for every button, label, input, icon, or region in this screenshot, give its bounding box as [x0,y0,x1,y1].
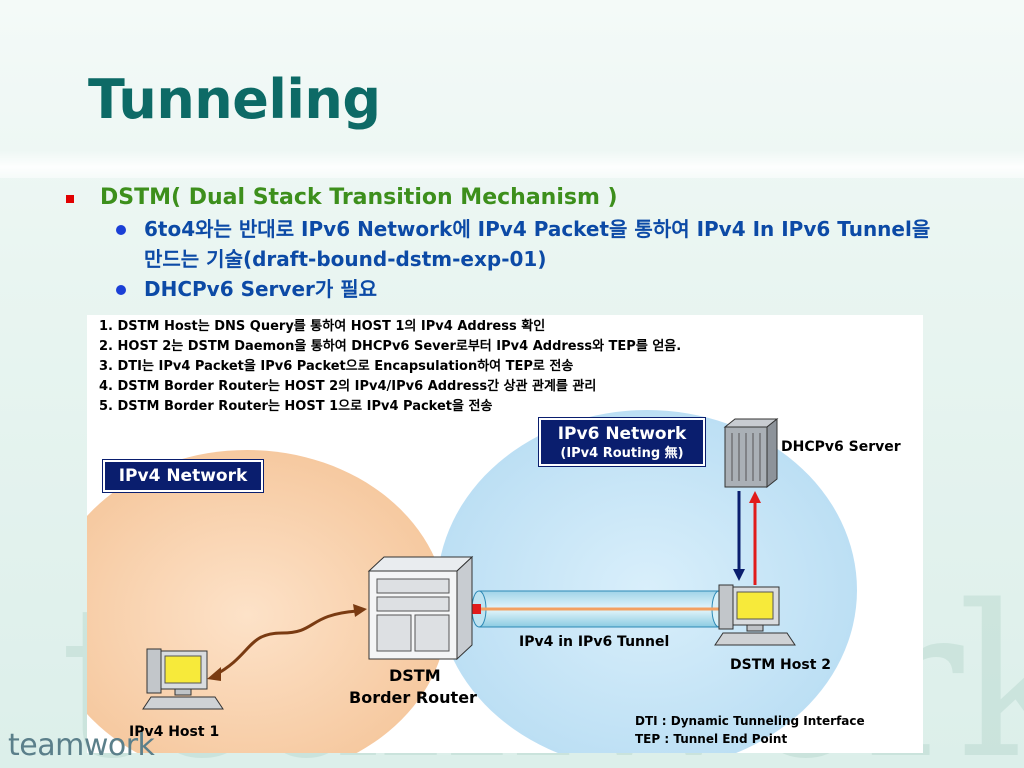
diagram-step: 4. DSTM Border Router는 HOST 2의 IPv4/IPv6… [99,379,597,394]
bullet-level1-text: DSTM( Dual Stack Transition Mechanism ) [100,185,618,210]
diagram-step: 1. DSTM Host는 DNS Query를 통하여 HOST 1의 IPv… [99,319,546,334]
host1-label: IPv4 Host 1 [129,724,220,740]
round-bullet-icon [116,285,126,295]
bullet-level2-item: 6to4와는 반대로 IPv6 Network에 IPv4 Packet을 통하… [60,214,950,274]
tunnel-label: IPv4 in IPv6 Tunnel [519,634,670,650]
host2-label: DSTM Host 2 [730,657,832,673]
dhcpv6-server-icon [723,417,779,489]
title-divider [0,150,1024,178]
dstm-host-2-icon [714,584,796,646]
ipv6-network-title: IPv6 Network [557,424,687,444]
brand-logo-text: teamwork [8,728,155,763]
diagram-graphics [87,410,857,753]
legend-dti: DTI : Dynamic Tunneling Interface [635,714,865,728]
legend-tep: TEP : Tunnel End Point [635,732,788,746]
ipv4-host-1-icon [142,648,224,710]
bullet-level2-text: DHCPv6 Server가 필요 [144,277,378,301]
router-label-line1: DSTM [389,666,441,685]
dstm-diagram: 1. DSTM Host는 DNS Query를 통하여 HOST 1의 IPv… [87,315,923,753]
dhcp-response-arrow [749,491,761,585]
bullet-list: DSTM( Dual Stack Transition Mechanism ) … [60,182,960,304]
ipv6-network-label: IPv6 Network (IPv4 Routing 無) [539,418,705,466]
host1-router-link [207,604,367,681]
dhcpv6-server-label: DHCPv6 Server [781,439,901,455]
ipv6-network-subtitle: (IPv4 Routing 無) [560,446,684,461]
dhcp-request-arrow [733,491,745,581]
slide-title: Tunneling [88,68,381,131]
diagram-step: 2. HOST 2는 DSTM Daemon을 통하여 DHCPv6 Sever… [99,339,682,354]
round-bullet-icon [116,225,126,235]
bullet-level1: DSTM( Dual Stack Transition Mechanism ) [60,182,960,214]
router-label-line2: Border Router [349,688,477,707]
ipv6-tunnel [471,590,727,628]
square-bullet-icon [66,195,74,203]
diagram-step: 3. DTI는 IPv4 Packet을 IPv6 Packet으로 Encap… [99,359,574,374]
bullet-level2-text: 6to4와는 반대로 IPv6 Network에 IPv4 Packet을 통하… [144,217,931,271]
ipv6-network-area [437,410,857,753]
ipv4-network-label: IPv4 Network [103,460,263,492]
dstm-border-router-icon [367,555,474,661]
bullet-level2-item: DHCPv6 Server가 필요 [60,274,950,304]
diagram-step: 5. DSTM Border Router는 HOST 1으로 IPv4 Pac… [99,399,493,414]
